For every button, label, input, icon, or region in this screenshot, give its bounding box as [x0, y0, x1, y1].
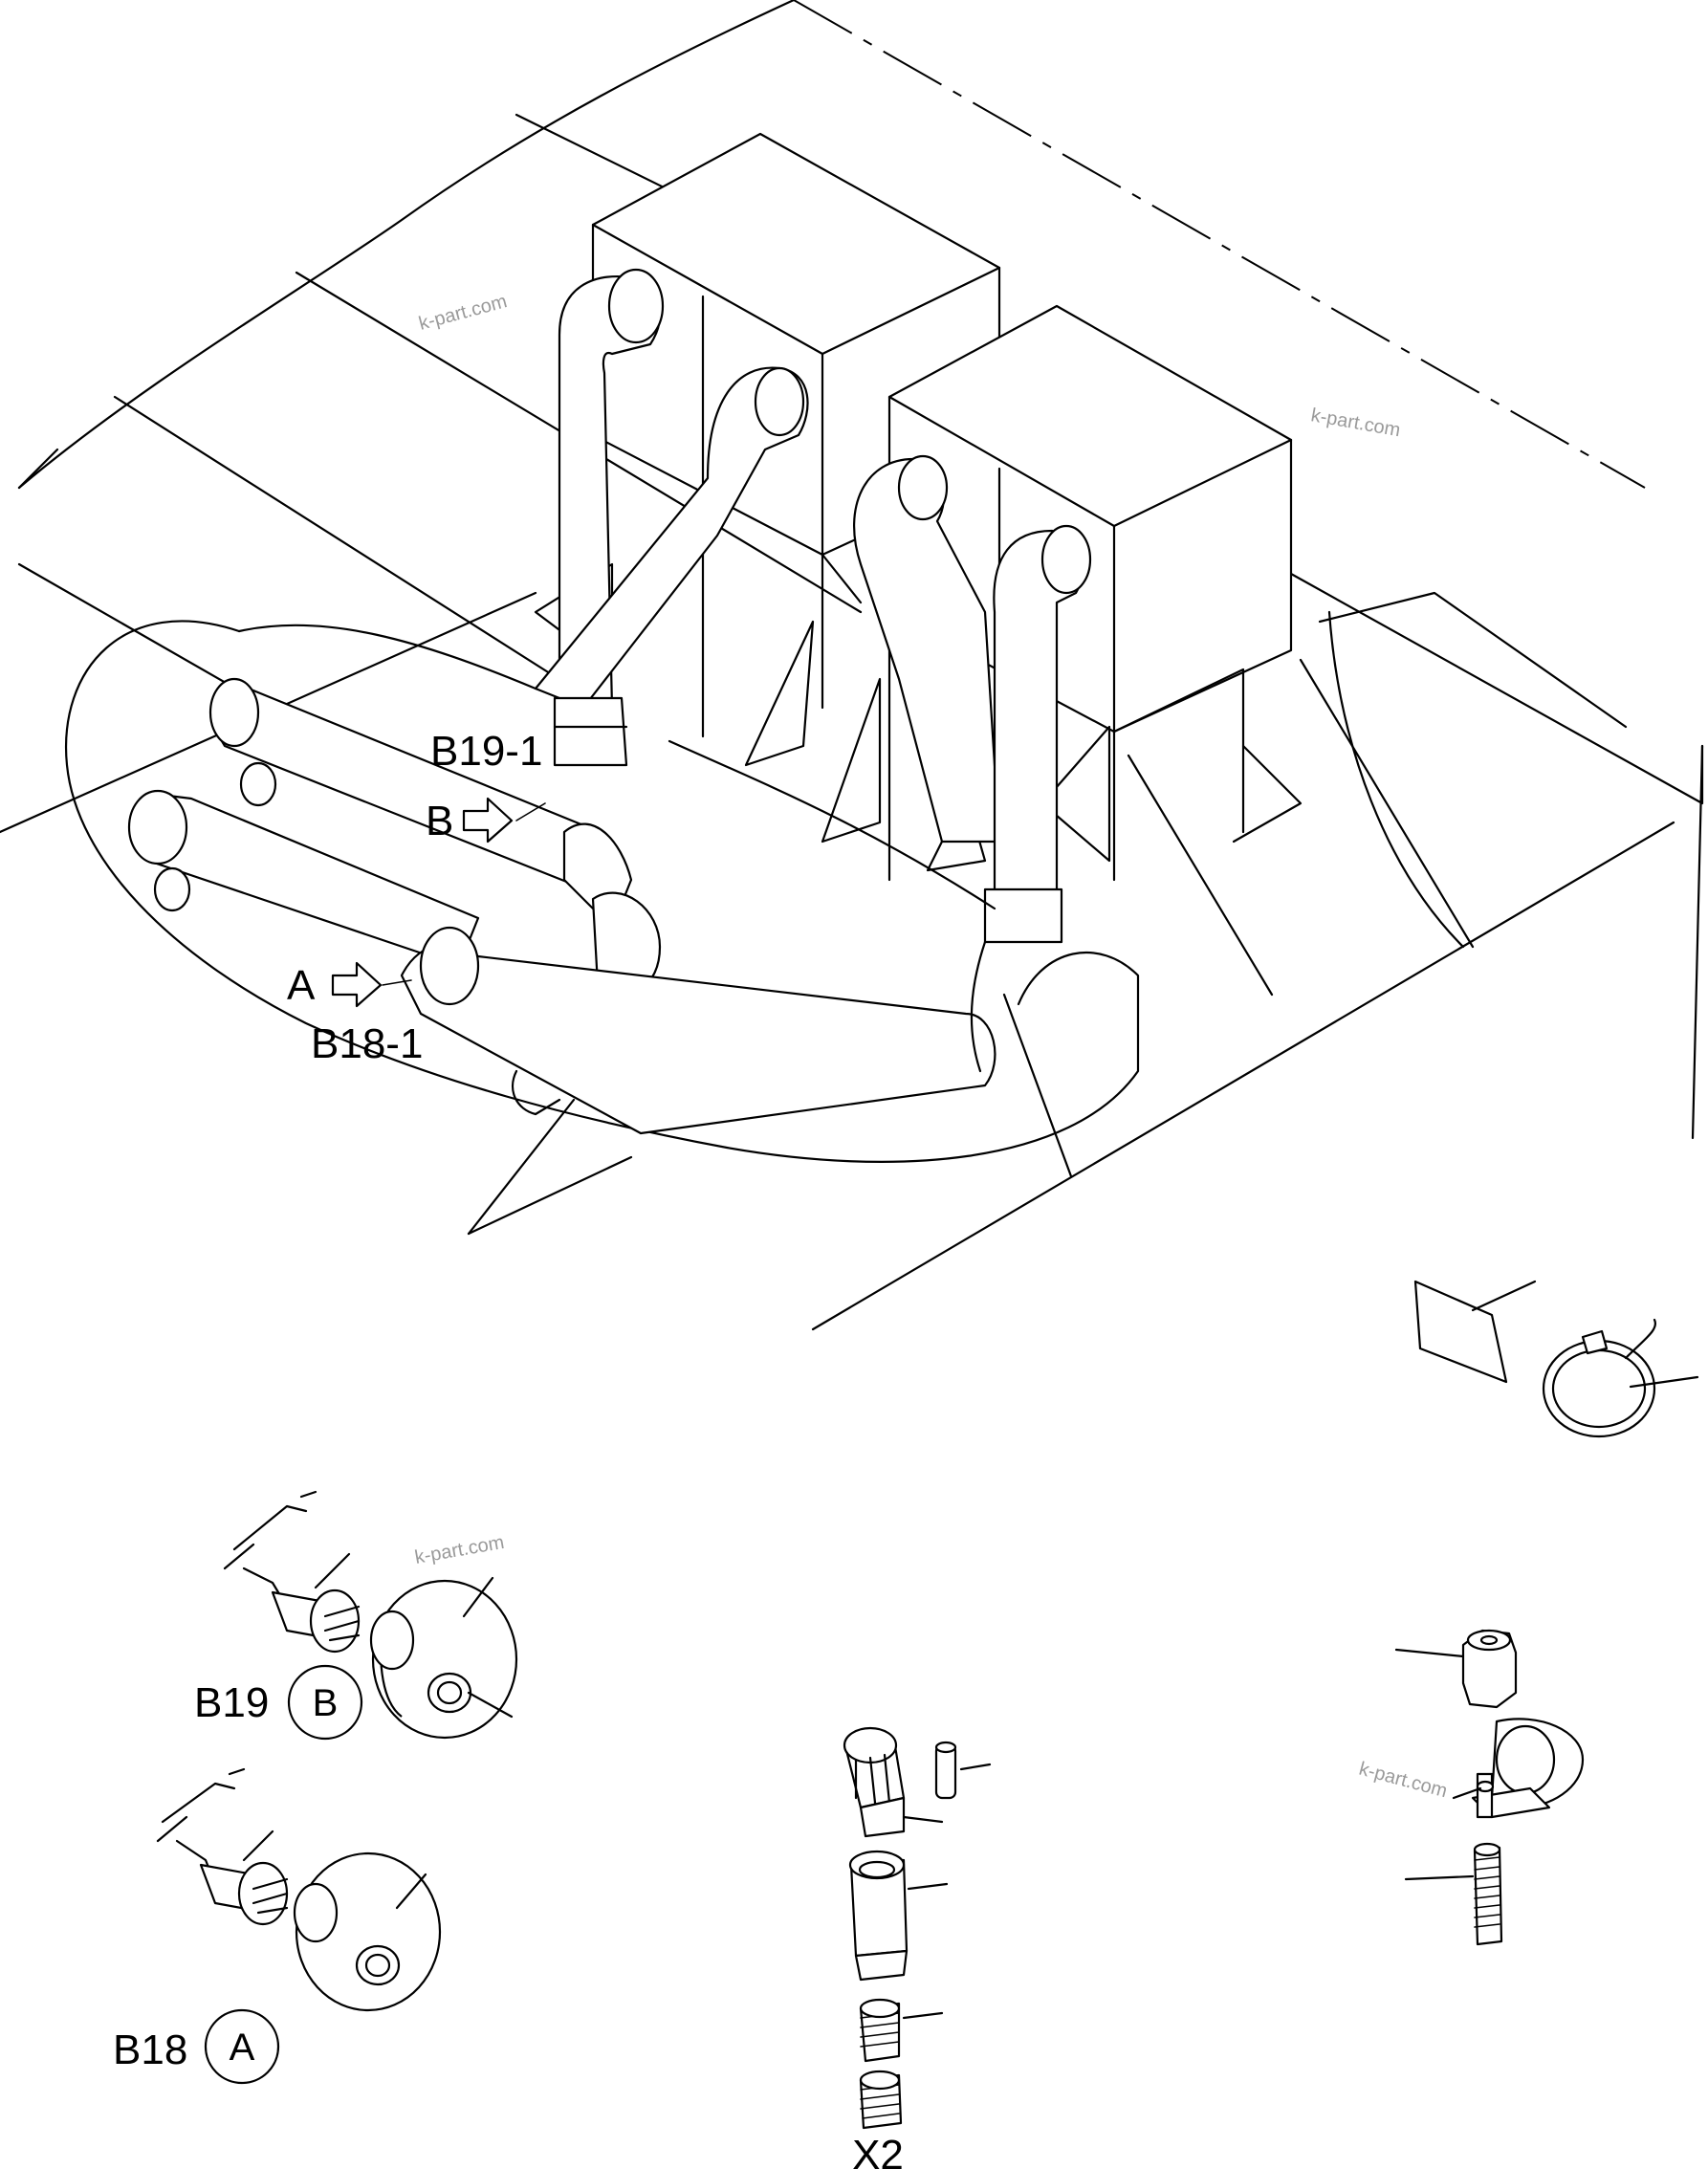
- label-b18-1: B18-1: [311, 1020, 423, 1067]
- callout-b-circle: [287, 1664, 363, 1741]
- hose-clamp-icon: [1542, 1318, 1657, 1438]
- connector-b18-icon: [199, 1861, 289, 1926]
- spring-icon: [859, 1998, 901, 2063]
- hose-clamp-assembly: [1413, 1280, 1699, 1438]
- watermark-4: k-part.com: [1357, 1759, 1450, 1803]
- fitting-x2-assembly: X2: [843, 1726, 992, 2169]
- label-b19-1: B19-1: [430, 728, 542, 775]
- watermark-1: k-part.com: [417, 291, 510, 335]
- sensor-b18-icon: [293, 1851, 442, 2012]
- cushion-clamp-icon: [1471, 1718, 1585, 1819]
- pin-icon: [934, 1741, 957, 1800]
- label-arrow-a: A: [287, 962, 316, 1009]
- threaded-insert-icon: [859, 2070, 903, 2130]
- label-b19-1-group: B19-1: [430, 728, 542, 775]
- bolt-icon: [1473, 1842, 1503, 1946]
- connector-b19-icon: [271, 1588, 361, 1654]
- coupling-icon: [848, 1850, 909, 1982]
- arrow-a-group: A: [287, 961, 412, 1009]
- label-b19: B19: [194, 1679, 269, 1726]
- callout-a-label: A: [230, 2027, 255, 2069]
- arrow-a-icon: [331, 961, 383, 1008]
- hose-segment: [1413, 1280, 1508, 1384]
- air-ducts: [64, 268, 1140, 1163]
- callout-b-label: B: [313, 1682, 339, 1724]
- arrow-b-group: B: [426, 797, 546, 844]
- nut-fitting-icon: [843, 1726, 906, 1838]
- label-x2: X2: [852, 2132, 904, 2169]
- arrow-b-icon: [462, 797, 514, 844]
- clip-assembly: [1394, 1629, 1585, 1946]
- hex-nut-icon: [1461, 1629, 1518, 1709]
- label-b18: B18: [113, 2027, 187, 2073]
- watermark-2: k-part.com: [1309, 405, 1402, 441]
- sensor-b18-assembly: B18 A: [113, 1767, 442, 2085]
- sensor-b19-assembly: B19 B: [194, 1490, 518, 1741]
- watermark-3: k-part.com: [413, 1532, 506, 1568]
- label-arrow-b: B: [426, 798, 453, 844]
- sensor-b19-icon: [369, 1579, 518, 1740]
- callout-a-circle: [204, 2008, 280, 2085]
- frame-outline: [0, 0, 1704, 1331]
